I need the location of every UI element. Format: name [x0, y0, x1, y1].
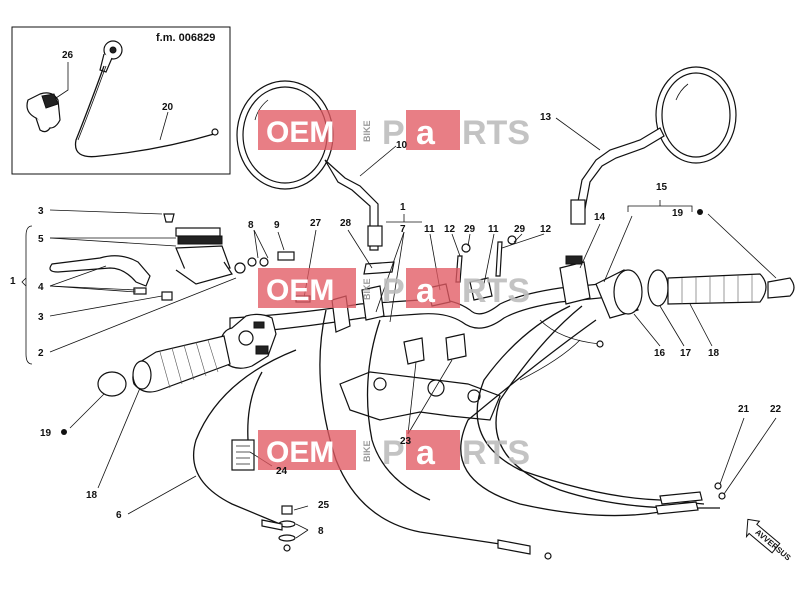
svg-text:OEM: OEM [266, 116, 334, 149]
label-11-a: 11 [424, 224, 435, 235]
label-28: 28 [340, 218, 352, 229]
bolt-set-left [133, 251, 295, 301]
label-6: 6 [116, 510, 122, 521]
label-12-a: 12 [444, 224, 456, 235]
label-12-b: 12 [540, 224, 552, 235]
direction-arrow: AVVERSUS [745, 518, 793, 563]
label-2: 2 [38, 348, 44, 359]
direction-label: AVVERSUS [753, 528, 793, 563]
svg-text:BIKE: BIKE [362, 278, 372, 300]
svg-text:BIKE: BIKE [362, 120, 372, 142]
choke-cable [74, 65, 215, 158]
label-18-left: 18 [86, 490, 98, 501]
svg-text:P: P [382, 434, 405, 472]
label-27: 27 [310, 218, 322, 229]
label-1-left: 1 [10, 276, 16, 287]
throttle-assembly [559, 255, 795, 319]
choke-lever [26, 92, 61, 133]
frame-number: f.m. 006829 [156, 32, 215, 44]
label-16: 16 [654, 348, 666, 359]
label-5: 5 [38, 234, 44, 245]
label-29-a: 29 [464, 224, 476, 235]
label-1-top: 1 [400, 202, 406, 213]
label-25: 25 [318, 500, 330, 511]
label-22: 22 [770, 404, 782, 415]
label-7: 7 [400, 224, 406, 235]
inset-panel: f.m. 006829 [11, 26, 231, 175]
label-11-b: 11 [488, 224, 499, 235]
svg-text:BIKE: BIKE [362, 440, 372, 462]
label-17: 17 [680, 348, 692, 359]
svg-text:RTS: RTS [462, 272, 530, 310]
switch-connector [231, 439, 255, 471]
left-switch-and-grip [97, 313, 277, 397]
label-19-right: 19 [672, 208, 684, 219]
svg-text:RTS: RTS [462, 114, 530, 152]
label-29-b: 29 [514, 224, 526, 235]
top-yoke [339, 371, 501, 421]
label-4: 4 [38, 282, 44, 293]
label-18-right: 18 [708, 348, 720, 359]
right-mirror [570, 66, 737, 225]
label-24: 24 [276, 466, 288, 477]
cables [192, 305, 726, 560]
svg-text:a: a [416, 272, 436, 310]
part-labels: 26 20 3 5 1 4 3 2 19 18 6 8 9 27 28 1 7 … [10, 50, 782, 537]
label-20: 20 [162, 102, 174, 113]
label-23: 23 [400, 436, 412, 447]
svg-text:RTS: RTS [462, 434, 530, 472]
brake-lever [49, 255, 151, 287]
label-15: 15 [656, 182, 668, 193]
label-14: 14 [594, 212, 606, 223]
svg-text:a: a [416, 434, 436, 472]
svg-text:OEM: OEM [266, 274, 334, 307]
label-13: 13 [540, 112, 552, 123]
label-8-bottom: 8 [318, 526, 324, 537]
label-8-top: 8 [248, 220, 254, 231]
label-26: 26 [62, 50, 74, 61]
leader-lines [21, 62, 777, 539]
label-3-top: 3 [38, 206, 44, 217]
label-9: 9 [274, 220, 280, 231]
adjuster-parts [261, 505, 296, 552]
label-19-left: 19 [40, 428, 52, 439]
svg-text:a: a [416, 114, 436, 152]
svg-text:OEM: OEM [266, 436, 334, 469]
label-10: 10 [396, 140, 408, 151]
svg-text:P: P [382, 114, 405, 152]
watermark: OEM BIKE P a RTS OEM BIKE P a RTS OEM BI… [258, 110, 530, 472]
brake-master-cylinder [163, 213, 246, 285]
label-3-bottom: 3 [38, 312, 44, 323]
label-21: 21 [738, 404, 750, 415]
svg-text:P: P [382, 272, 405, 310]
